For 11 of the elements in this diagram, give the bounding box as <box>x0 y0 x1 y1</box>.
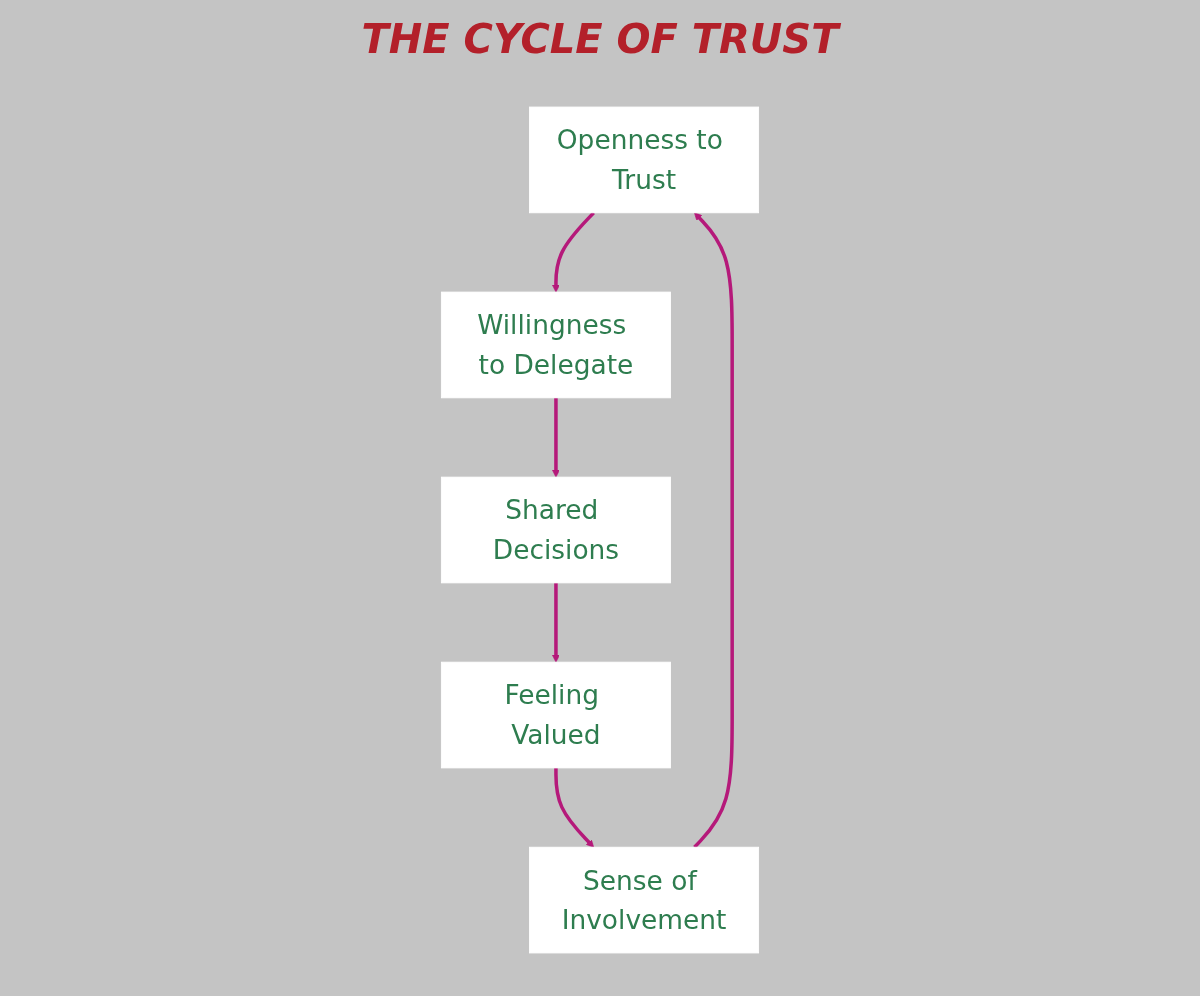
node-box: Willingness to Delegate <box>440 291 671 399</box>
arrow <box>693 212 734 849</box>
arrow <box>554 767 595 848</box>
node-box: Shared Decisions <box>440 476 671 584</box>
diagram-title: THE CYCLE OF TRUST <box>361 16 839 62</box>
arrow <box>552 211 595 293</box>
arrow <box>552 397 560 478</box>
node-box: Sense of Involvement <box>529 846 760 954</box>
arrow <box>552 582 560 663</box>
node-box: Openness to Trust <box>529 106 760 214</box>
node-box: Feeling Valued <box>440 661 671 769</box>
